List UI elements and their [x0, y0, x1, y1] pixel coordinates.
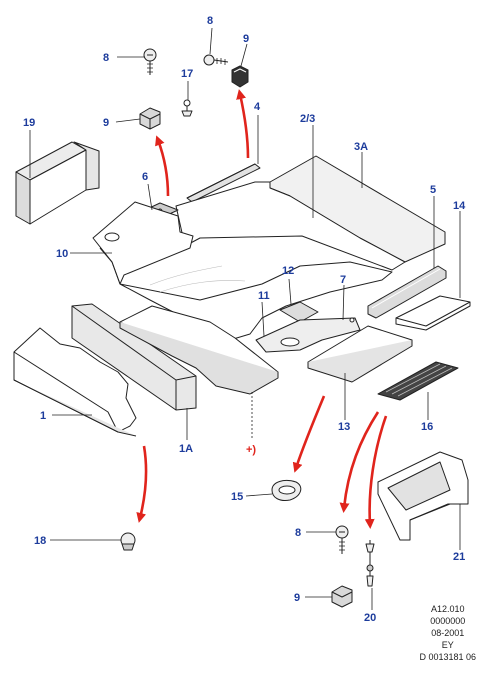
part-8-screw-upper	[203, 54, 229, 66]
assembly-arrows	[136, 89, 388, 529]
callout-6: 6	[142, 171, 148, 183]
callout-8a: 8	[103, 52, 109, 64]
callout-9c: 9	[294, 592, 300, 604]
callout-10: 10	[56, 248, 68, 260]
callout-15: 15	[231, 491, 243, 503]
part-8-screw-top	[143, 48, 157, 75]
reference-drawing-id: D 0013181 06	[419, 652, 476, 662]
callout-11: 11	[258, 290, 270, 302]
callout-plus-note: +)	[246, 444, 256, 456]
callout-8b: 8	[207, 15, 213, 27]
leader-lines	[29, 27, 461, 610]
part-21-storage-tray	[377, 451, 469, 541]
part-16-vent-grille	[377, 361, 459, 401]
callout-5: 5	[430, 184, 436, 196]
drawing-reference-block: A12.010 0000000 08-2001 EY D 0013181 06	[419, 603, 476, 663]
part-floor-section-lower	[119, 305, 279, 395]
callout-17: 17	[181, 68, 193, 80]
callout-13: 13	[338, 421, 350, 433]
part-1-side-trim-panel	[13, 327, 137, 437]
part-17-pin	[181, 99, 193, 117]
part-20-pin	[365, 540, 375, 587]
callout-12: 12	[282, 265, 294, 277]
callout-18: 18	[34, 535, 46, 547]
reference-code: A12.010	[430, 604, 465, 614]
callout-16: 16	[421, 421, 433, 433]
part-2-3-main-floor-panel	[175, 155, 446, 271]
part-12-cover	[279, 301, 319, 323]
part-19-side-panel	[15, 141, 100, 225]
part-14-cover-plate	[395, 295, 471, 331]
callout-8c: 8	[295, 527, 301, 539]
callout-labels: 8 9 8 17 9 4 19 2/3 3A 6 5 14 10 12 7 11…	[23, 15, 466, 624]
part-9-clip-left	[139, 107, 161, 130]
part-18-clip	[120, 532, 136, 551]
reference-date: 08-2001	[431, 628, 465, 638]
callout-7: 7	[340, 274, 346, 286]
part-4-trim-strip	[186, 163, 261, 203]
reference-market: EY	[441, 640, 454, 650]
part-11-support-bracket	[255, 317, 361, 353]
callout-20: 20	[364, 612, 376, 624]
part-8-screw-bottom	[335, 525, 349, 554]
callout-4: 4	[254, 101, 261, 113]
part-5-long-strip	[367, 265, 447, 319]
callout-19: 19	[23, 117, 35, 129]
callout-1: 1	[40, 410, 46, 422]
reference-number: 0000000	[430, 616, 466, 626]
callout-2-3: 2/3	[300, 113, 315, 125]
callout-1A: 1A	[179, 443, 193, 455]
callout-9a: 9	[103, 117, 109, 129]
part-9-clip-bottom	[331, 585, 353, 608]
part-15-plug	[271, 479, 302, 501]
callout-3A: 3A	[354, 141, 368, 153]
part-1A-side-trim	[71, 303, 197, 411]
part-13-floor-plate	[307, 325, 413, 383]
part-9-clip-top	[231, 65, 249, 88]
callout-14: 14	[453, 200, 466, 212]
callout-21: 21	[453, 551, 465, 563]
callout-9b: 9	[243, 33, 249, 45]
